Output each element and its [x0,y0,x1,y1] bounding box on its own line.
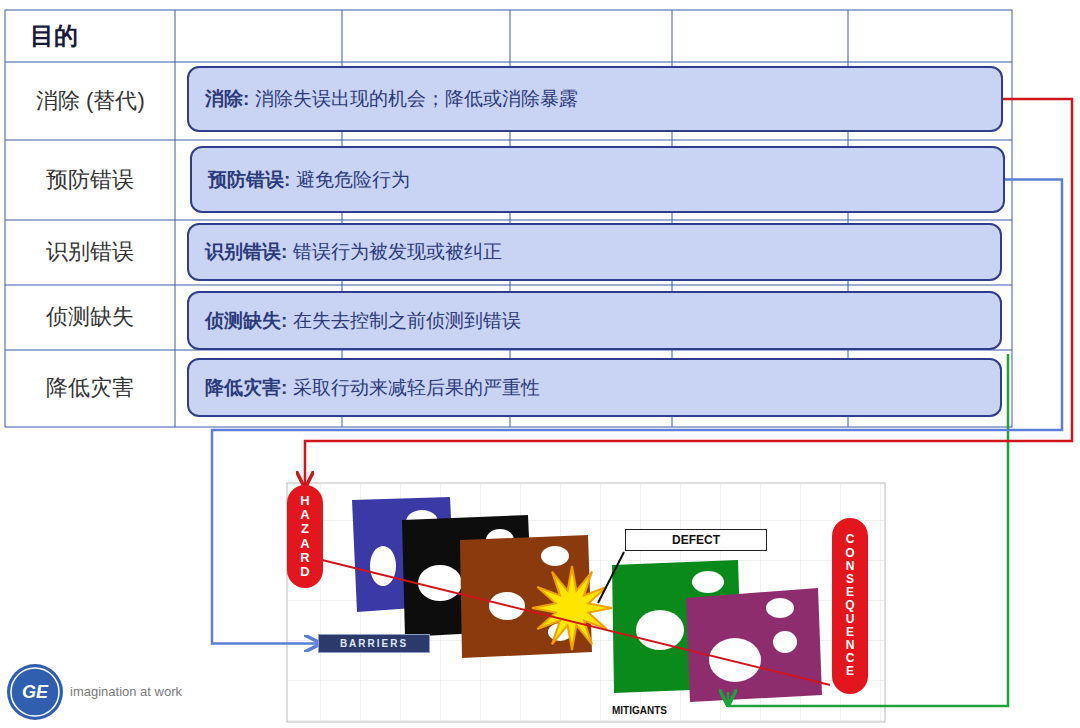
logo-ring [11,668,59,716]
defect-callout: DEFECT [625,529,767,551]
vertical-label: CONSEQUENCE [844,533,856,678]
row-label: 消除 (替代) [36,86,145,116]
mitigation-arrow [727,692,730,703]
hazard-pill: HAZARD [287,485,323,588]
box-heading: BARRIERS [340,638,408,649]
process-box: 降低灾害:采取行动来减轻后果的严重性 [187,358,1002,417]
plate-hole [773,631,797,653]
box-heading: 预防错误: [208,167,290,193]
row-label: 侦测缺失 [46,302,134,332]
table-header: 目的 [30,20,78,52]
box-body: 消除失误出现的机会；降低或消除暴露 [255,86,578,112]
plate-hole [541,546,569,566]
box-body: 采取行动来减轻后果的严重性 [293,375,540,401]
illustration-frame [287,483,885,722]
table-grid [5,10,1012,427]
box-heading: DEFECT [672,533,720,547]
box-heading: 识别错误: [205,239,287,265]
table-rule [5,285,1012,286]
defect-burst [532,566,612,650]
plate-hole [709,638,761,682]
leader-line [598,552,624,603]
plate-hole [418,565,462,601]
plate-hole [766,598,794,618]
process-box: 侦测缺失:在失去控制之前侦测到错误 [187,291,1002,350]
barrier-tag: BARRIERS [318,634,430,653]
defect-burst [532,566,612,650]
table-rule [175,10,176,427]
mitigants-label: MITIGANTS [612,705,667,716]
grid-ground [288,484,884,721]
mitigant-plate [686,588,822,702]
table-rule [5,62,1012,63]
table-frame [5,10,1012,427]
row-label: 预防错误 [46,165,134,195]
table-rule [5,140,1012,141]
logo-tagline: imagination at work [70,684,182,699]
box-body: 错误行为被发现或被纠正 [293,239,502,265]
process-box: 消除:消除失误出现的机会；降低或消除暴露 [187,66,1003,132]
box-body: 在失去控制之前侦测到错误 [293,308,521,334]
plate-hole [370,546,396,586]
process-box: 预防错误:避免危险行为 [190,146,1005,213]
logo-letters: GE [22,682,48,703]
table-rule [5,220,1012,221]
logo-mark [7,664,63,720]
row-label: 识别错误 [46,237,134,267]
process-box: 识别错误:错误行为被发现或被纠正 [187,223,1002,281]
vertical-label: HAZARD [299,494,312,580]
row-label: 降低灾害 [46,373,134,403]
box-body: 避免危险行为 [296,167,410,193]
box-heading: 消除: [205,86,249,112]
box-heading: 侦测缺失: [205,308,287,334]
consequence-pill: CONSEQUENCE [832,518,868,694]
box-heading: 降低灾害: [205,375,287,401]
plate-hole [692,571,724,593]
hazard-trajectory [322,560,830,685]
